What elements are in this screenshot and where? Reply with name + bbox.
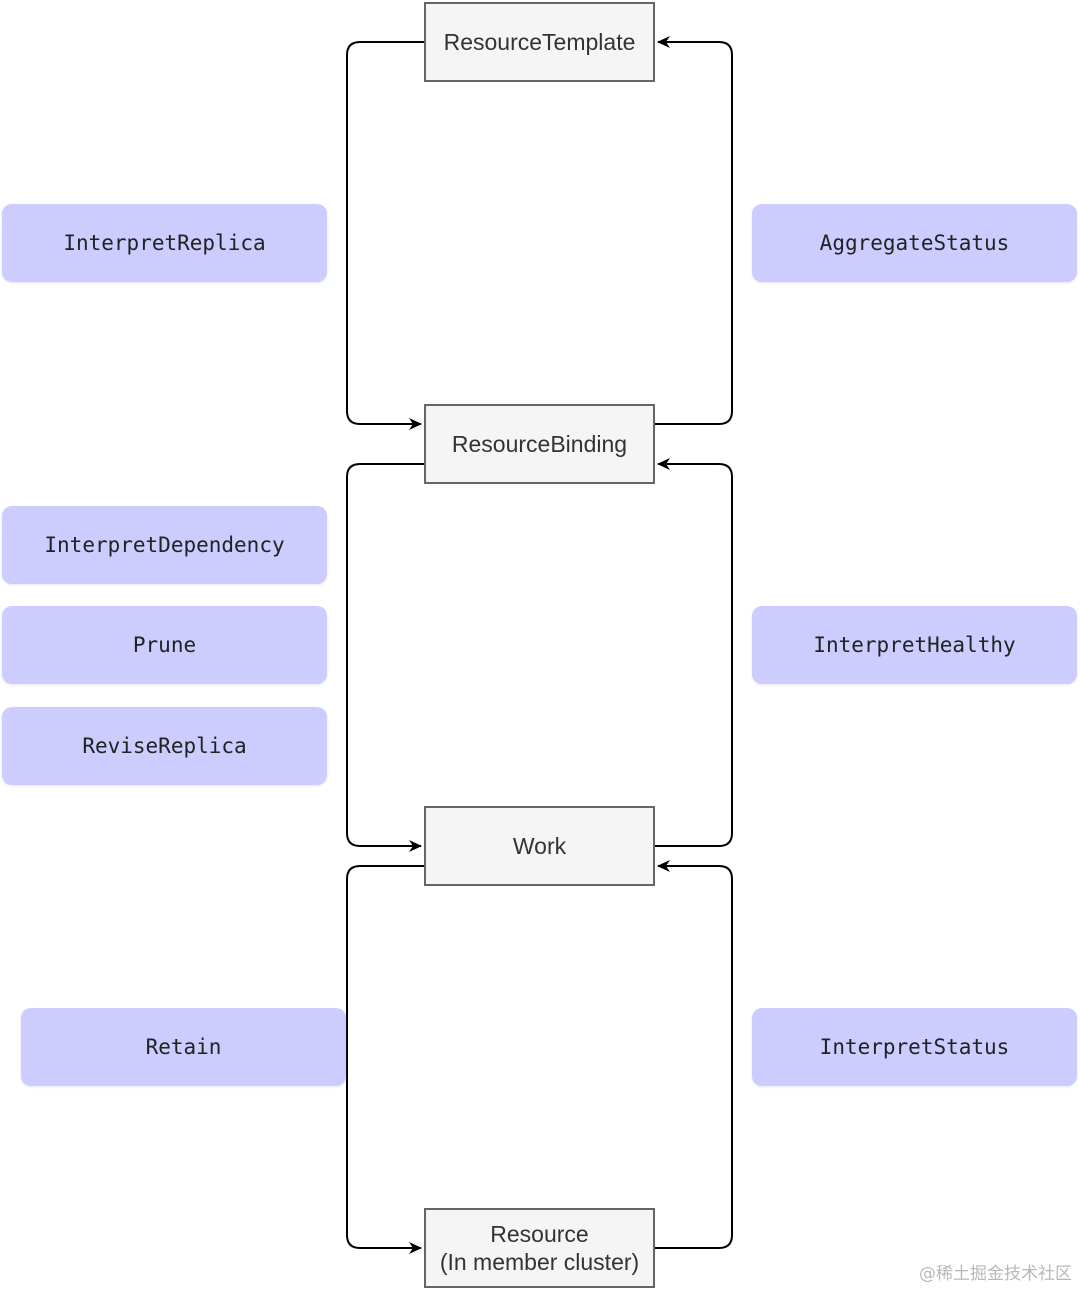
edge-work-to-binding <box>655 458 733 847</box>
node-resource-binding: ResourceBinding <box>424 404 655 484</box>
node-resource: Resource (In member cluster) <box>424 1208 655 1288</box>
op-retain: Retain <box>21 1008 346 1086</box>
edge-resource-to-work <box>655 860 733 1249</box>
node-resource-sublabel: (In member cluster) <box>439 1249 640 1275</box>
op-interpret-replica-label: InterpretReplica <box>63 231 266 255</box>
op-aggregate-status: AggregateStatus <box>752 204 1077 282</box>
node-work-label: Work <box>512 833 567 859</box>
edge-binding-to-work <box>346 463 424 852</box>
op-aggregate-status-label: AggregateStatus <box>819 231 1010 255</box>
node-resource-template: ResourceTemplate <box>424 2 655 82</box>
op-interpret-dependency-label: InterpretDependency <box>44 533 285 557</box>
node-work: Work <box>424 806 655 886</box>
op-interpret-replica: InterpretReplica <box>2 204 327 282</box>
edge-template-to-binding <box>346 41 424 430</box>
op-interpret-healthy: InterpretHealthy <box>752 606 1077 684</box>
op-revise-replica-label: ReviseReplica <box>82 734 247 758</box>
edge-binding-to-template <box>655 36 733 425</box>
node-resource-template-label: ResourceTemplate <box>443 29 636 55</box>
op-retain-label: Retain <box>145 1035 222 1059</box>
op-interpret-status: InterpretStatus <box>752 1008 1077 1086</box>
op-prune-label: Prune <box>132 633 197 657</box>
op-interpret-healthy-label: InterpretHealthy <box>813 633 1016 657</box>
op-interpret-status-label: InterpretStatus <box>819 1035 1010 1059</box>
watermark-text: @稀土掘金技术社区 <box>919 1264 1072 1284</box>
op-prune: Prune <box>2 606 327 684</box>
node-resource-label: Resource <box>490 1221 589 1247</box>
edge-work-to-resource <box>346 865 424 1254</box>
op-revise-replica: ReviseReplica <box>2 707 327 785</box>
node-resource-binding-label: ResourceBinding <box>451 431 628 457</box>
op-interpret-dependency: InterpretDependency <box>2 506 327 584</box>
